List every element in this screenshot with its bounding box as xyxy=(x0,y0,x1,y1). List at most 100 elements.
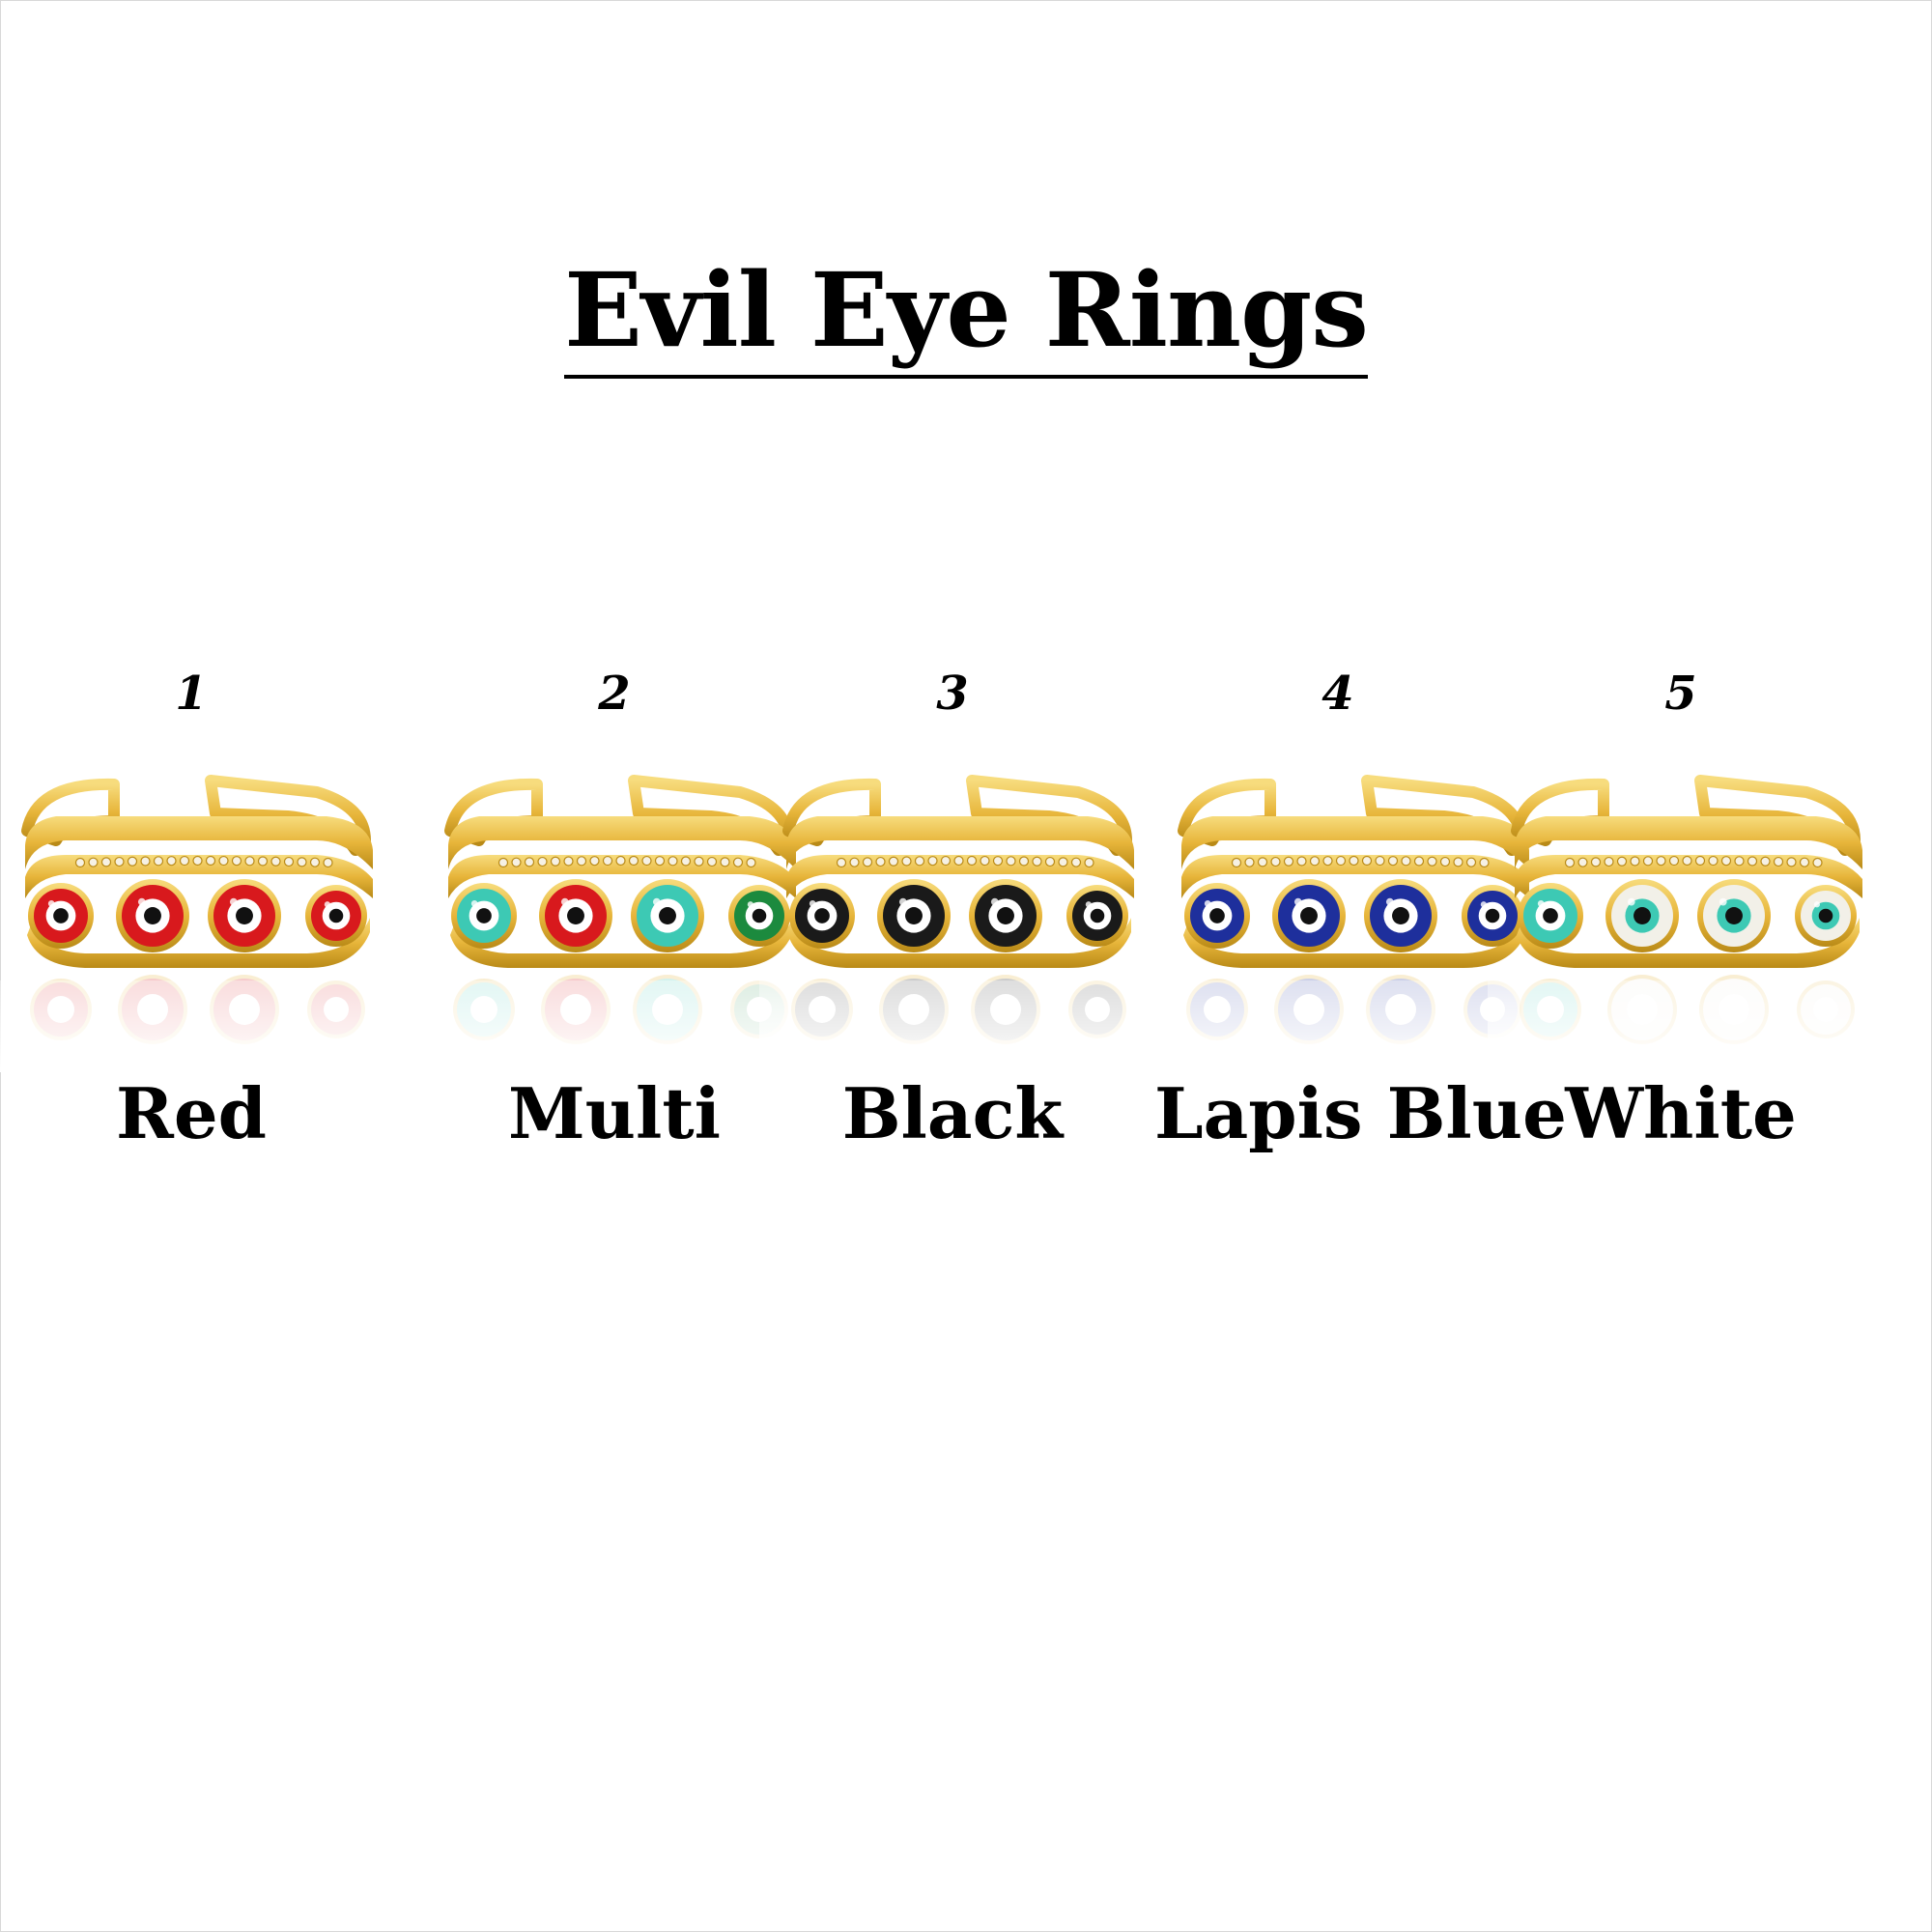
product-1[interactable]: 1 Red xyxy=(0,667,384,1169)
lower-band xyxy=(788,918,1131,968)
ring xyxy=(782,775,1134,968)
gem xyxy=(680,856,692,867)
lower-band xyxy=(27,918,370,968)
gem xyxy=(1604,856,1614,867)
gem xyxy=(927,856,938,867)
gem xyxy=(563,856,574,867)
middle-band xyxy=(786,855,1134,898)
gem xyxy=(114,856,125,867)
gem xyxy=(323,857,333,868)
gem xyxy=(1270,856,1281,867)
gem xyxy=(1734,856,1745,867)
evil-eye xyxy=(208,879,281,952)
gem xyxy=(140,856,151,867)
gem xyxy=(1070,857,1082,867)
title-text: Evil Eye Rings xyxy=(564,259,1369,379)
gem xyxy=(888,856,899,867)
gem xyxy=(706,856,718,867)
ring xyxy=(1178,775,1529,968)
gem xyxy=(668,856,678,867)
gem xyxy=(901,856,912,867)
gem xyxy=(1413,856,1425,867)
gem xyxy=(192,855,203,867)
gem xyxy=(576,856,587,867)
product-3[interactable]: 3 Black xyxy=(759,667,1146,1169)
gem xyxy=(1453,857,1463,867)
middle-band xyxy=(448,855,796,898)
gem xyxy=(1668,855,1680,867)
gem xyxy=(615,855,626,867)
product-label: Black xyxy=(841,1072,1064,1154)
evil-eye xyxy=(305,885,367,947)
gem xyxy=(1322,856,1333,867)
gem xyxy=(179,855,190,867)
gem xyxy=(1439,856,1451,867)
ring-image xyxy=(1154,775,1541,1072)
evil-eye xyxy=(631,879,704,952)
evil-eye xyxy=(1066,885,1128,947)
ring-image xyxy=(421,775,808,1072)
gem xyxy=(654,856,666,867)
product-5[interactable]: 5 White xyxy=(1488,667,1874,1169)
gem xyxy=(1564,857,1576,868)
evil-eye xyxy=(728,885,790,947)
product-4[interactable]: 4 Lapis Blue xyxy=(1154,667,1567,1169)
gem xyxy=(283,856,295,867)
ring xyxy=(1511,775,1862,968)
gem xyxy=(1058,857,1068,867)
gem xyxy=(166,856,177,867)
product-label: Red xyxy=(116,1072,267,1154)
gem xyxy=(1465,857,1477,867)
gem xyxy=(153,856,164,867)
gem xyxy=(1309,856,1321,867)
evil-eye xyxy=(116,879,189,952)
ring-image xyxy=(0,775,384,1072)
lower-band xyxy=(450,918,793,968)
gem xyxy=(205,855,216,867)
evil-eye xyxy=(1272,879,1346,952)
gem xyxy=(1656,856,1666,867)
evil-eye xyxy=(1795,885,1857,947)
upper-band xyxy=(25,816,373,869)
gem xyxy=(244,856,255,867)
ring xyxy=(444,775,796,968)
gem xyxy=(1349,855,1359,867)
gem xyxy=(746,857,756,868)
gem xyxy=(1773,856,1784,867)
gem xyxy=(1642,856,1654,867)
ring-image xyxy=(1488,775,1874,1072)
gem xyxy=(1682,855,1692,867)
gem xyxy=(218,855,229,867)
gem xyxy=(1018,856,1030,867)
gem xyxy=(88,857,99,867)
lower-band xyxy=(1517,918,1860,968)
ring-image xyxy=(759,775,1146,1072)
gem xyxy=(602,855,613,867)
gem xyxy=(1296,856,1307,867)
gem xyxy=(1375,855,1385,867)
gem xyxy=(497,857,509,868)
gem xyxy=(1044,856,1056,867)
gem xyxy=(537,856,548,867)
evil-eye xyxy=(1462,885,1523,947)
product-2[interactable]: 2 Multi xyxy=(421,667,808,1169)
gem xyxy=(1590,857,1602,867)
gem xyxy=(628,855,639,867)
gem xyxy=(1401,856,1411,867)
gem xyxy=(270,856,281,867)
gem xyxy=(100,857,112,867)
gem xyxy=(720,857,730,867)
gem xyxy=(297,857,307,867)
evil-eye xyxy=(969,879,1042,952)
gem xyxy=(127,856,138,867)
middle-band xyxy=(1515,855,1862,898)
gem xyxy=(1387,856,1399,867)
product-number: 5 xyxy=(1664,667,1697,721)
evil-eye xyxy=(877,879,951,952)
lower-band xyxy=(1183,918,1526,968)
gem xyxy=(1032,856,1042,867)
gem xyxy=(1760,856,1771,867)
gem xyxy=(1747,856,1758,867)
gem xyxy=(641,855,652,867)
gem xyxy=(1799,857,1810,867)
